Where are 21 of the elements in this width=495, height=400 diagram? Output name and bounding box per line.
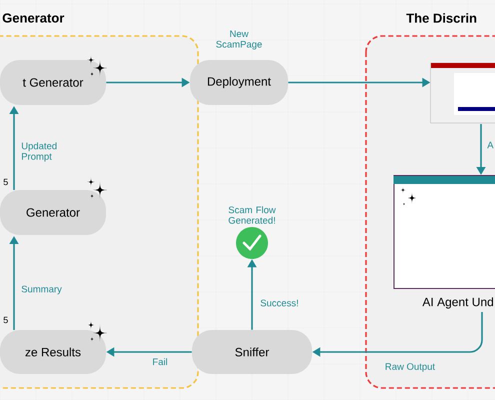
node-caption: Scam Flow Generated!: [228, 206, 276, 224]
process-box: Deployment: [190, 60, 288, 105]
agent-window: [394, 175, 495, 289]
edge-label: Updated Prompt: [22, 142, 56, 162]
process-box: Sniffer: [192, 330, 312, 374]
process-box: ze Results: [0, 330, 106, 374]
node-caption: AI Agent Und: [422, 297, 494, 309]
node-label: Generator: [2, 13, 64, 23]
edge-label: Success!: [260, 300, 298, 306]
check-icon: [236, 227, 268, 259]
node-caption: New ScamPage: [216, 30, 262, 50]
process-box: Generator: [0, 190, 106, 235]
edge-label: Fail: [153, 358, 168, 366]
note-text: 5: [4, 316, 8, 324]
note-text: 5: [4, 178, 8, 186]
edge-label: Raw Output: [386, 363, 435, 372]
process-box: t Generator: [0, 60, 106, 105]
edge-label: A: [487, 142, 494, 148]
edge-label: Summary: [22, 286, 62, 294]
webpage-screenshot: [430, 62, 495, 124]
node-label: The Discrin: [406, 13, 476, 23]
